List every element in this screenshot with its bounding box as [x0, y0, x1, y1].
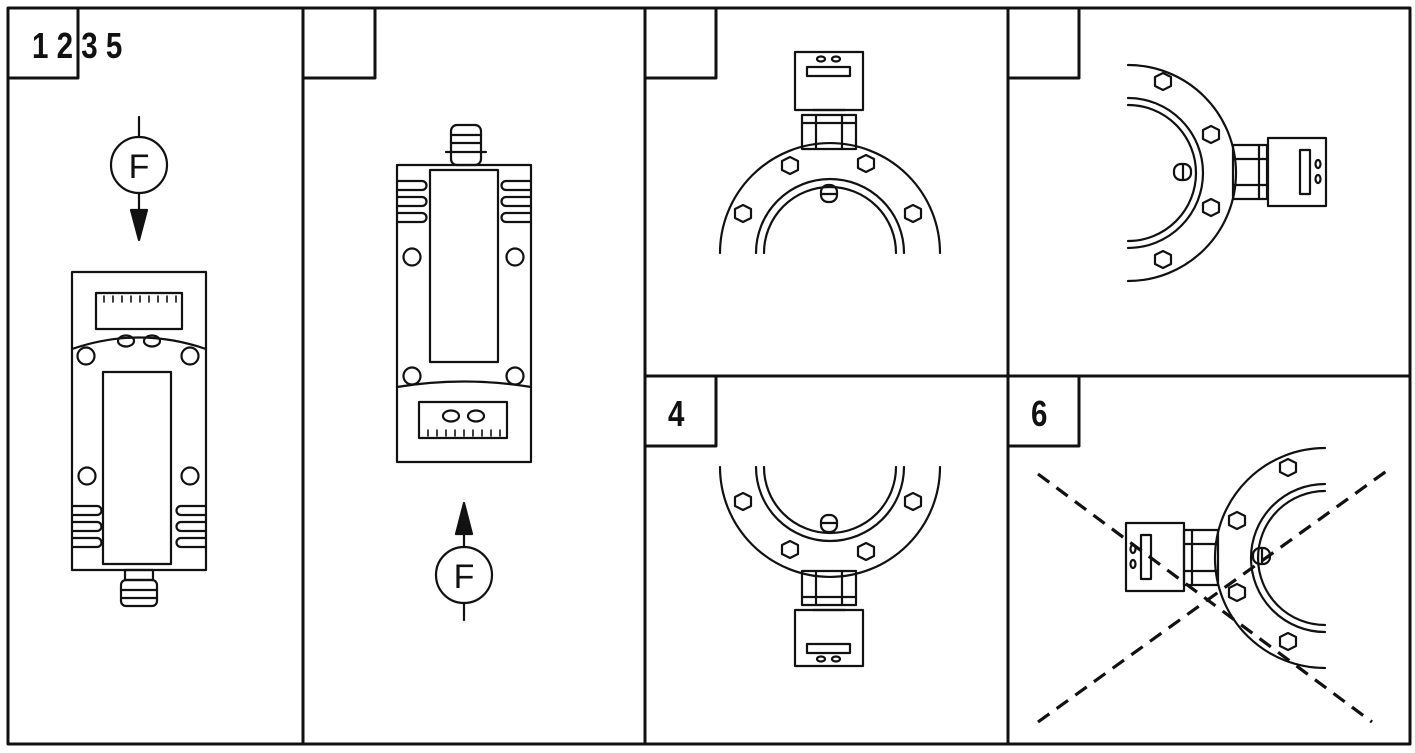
- panel-label-5: 4: [668, 393, 685, 434]
- sensor-vertical-display-bottom: [395, 123, 533, 464]
- flow-arrow-up: F: [434, 501, 494, 622]
- pipe-sensor-incorrect: [1124, 446, 1327, 670]
- flow-label-1: F: [129, 148, 150, 186]
- flow-label-2: F: [454, 558, 475, 596]
- panel-frame: [6, 6, 1412, 746]
- sensor-vertical-display-top: [70, 270, 208, 608]
- incorrect-cross-mark: [1037, 468, 1389, 724]
- label-tab-1: [6, 6, 80, 80]
- panel-label-6: 6: [1031, 393, 1048, 434]
- label-tab-2: [301, 6, 377, 80]
- flow-arrow-down: F: [109, 115, 169, 242]
- pipe-sensor-bottom: [718, 465, 942, 668]
- label-tab-6: [1006, 374, 1081, 448]
- panel-label-1: 1 2 3 5: [32, 25, 123, 66]
- label-tab-5: [643, 374, 718, 448]
- label-tab-4: [1006, 6, 1081, 80]
- pipe-sensor-side: [1126, 63, 1328, 283]
- pipe-sensor-top: [718, 50, 942, 255]
- label-tab-3: [643, 6, 718, 80]
